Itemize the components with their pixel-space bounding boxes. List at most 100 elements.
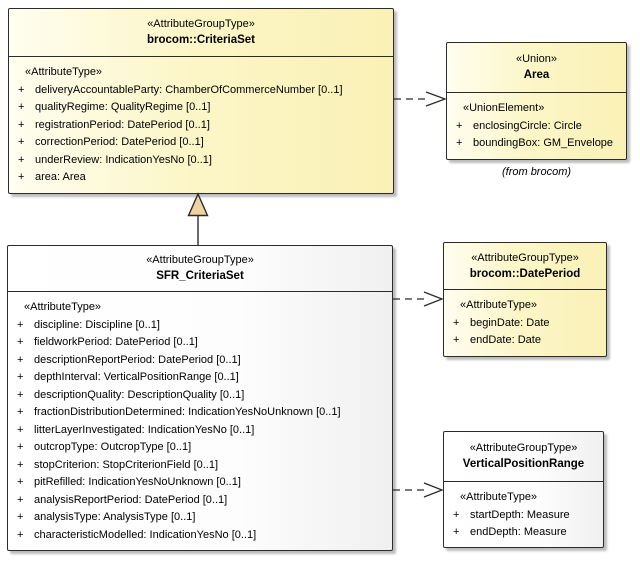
visibility: + <box>17 371 24 383</box>
visibility: + <box>17 388 24 401</box>
attribute-row: + analysisType: AnalysisType [0..1] <box>8 509 392 527</box>
attribute-row: + startDepth: Measure <box>444 507 603 525</box>
attribute-text: area: Area <box>35 171 86 183</box>
attribute-row: + registrationPeriod: DatePeriod [0..1] <box>9 117 393 135</box>
attribute-row: + stopCriterion: StopCriterionField [0..1… <box>8 457 392 475</box>
class-title: «AttributeGroupType» brocom::CriteriaSet <box>9 9 393 57</box>
attribute-row: + descriptionReportPeriod: DatePeriod [0.… <box>8 352 392 370</box>
attribute-text: deliveryAccountableParty: ChamberOfComme… <box>35 83 343 96</box>
dependency-arrow-dateperiod <box>393 291 444 307</box>
attribute-row: +enclosingCircle: Circle <box>447 118 626 136</box>
from-package-note: (from brocom) <box>501 166 572 178</box>
attribute-row: + discipline: Discipline [0..1] <box>8 317 392 335</box>
attribute-text: startDepth: Measure <box>470 508 570 521</box>
class-name: Area <box>523 69 550 81</box>
attribute-header: «AttributeType» <box>25 66 103 78</box>
class-stereotype: «AttributeGroupType» <box>471 251 579 264</box>
visibility: + <box>17 441 24 453</box>
attribute-row: +fractionDistributionDetermined: Indicat… <box>8 404 392 422</box>
class-name: SFR_CriteriaSet <box>156 270 244 282</box>
attribute-text: depthInterval: VerticalPositionRange [0.… <box>34 371 239 383</box>
attribute-compartment: «AttributeType» + discipline: Discipline … <box>8 292 392 544</box>
attribute-text: descriptionQuality: DescriptionQuality [… <box>34 388 245 401</box>
class-stereotype: «AttributeGroupType» <box>146 254 254 266</box>
visibility: + <box>18 101 25 113</box>
attribute-text: outcropType: OutcropType [0..1] <box>34 441 192 453</box>
class-sfr-criteriaset[interactable]: «AttributeGroupType» SFR_CriteriaSet «At… <box>7 245 393 551</box>
visibility: + <box>18 136 25 148</box>
attribute-row: + fieldworkPeriod: DatePeriod [0..1] <box>8 334 392 352</box>
visibility: + <box>18 153 25 166</box>
visibility: + <box>17 458 24 471</box>
attribute-text: registrationPeriod: DatePeriod [0..1] <box>35 118 210 131</box>
class-stereotype: «AttributeGroupType» <box>147 18 255 30</box>
visibility: + <box>17 318 24 331</box>
class-area[interactable]: «Union» Area «UnionElement» +enclosingCi… <box>446 42 627 160</box>
attribute-row: + depthInterval: VerticalPositionRange [0… <box>8 369 392 387</box>
class-name: brocom::CriteriaSet <box>147 34 255 46</box>
class-title: «Union» Area <box>447 43 626 93</box>
class-verticalpositionrange[interactable]: «AttributeGroupType» VerticalPositionRan… <box>443 431 604 548</box>
attribute-text: qualityRegime: QualityRegime [0..1] <box>35 101 211 113</box>
attribute-text: analysisType: AnalysisType [0..1] <box>34 511 196 523</box>
attribute-text: discipline: Discipline [0..1] <box>34 318 160 331</box>
class-stereotype: «AttributeGroupType» <box>469 442 578 454</box>
generalization-arrow <box>187 192 209 245</box>
attribute-text: characteristicModelled: IndicationYesNo … <box>34 528 257 541</box>
class-brocom-dateperiod[interactable]: «AttributeGroupType» brocom::DatePeriod … <box>443 242 607 357</box>
attribute-compartment: «AttributeType» + startDepth: Measure + en… <box>444 482 603 542</box>
attribute-row: + underReview: IndicationYesNo [0..1] <box>9 152 393 170</box>
attribute-text: descriptionReportPeriod: DatePeriod [0..… <box>34 353 241 366</box>
visibility: + <box>453 526 460 538</box>
attribute-row: + descriptionQuality: DescriptionQuality … <box>8 387 392 405</box>
class-title: «AttributeGroupType» SFR_CriteriaSet <box>8 246 392 292</box>
visibility: + <box>18 171 25 183</box>
class-name: brocom::DatePeriod <box>469 267 581 280</box>
attribute-row: + correctionPeriod: DatePeriod [0..1] <box>9 134 393 152</box>
attribute-header: «AttributeType» <box>24 301 102 313</box>
class-title: «AttributeGroupType» VerticalPositionRan… <box>444 432 603 482</box>
attribute-text: boundingBox: GM_Envelope <box>473 137 614 149</box>
visibility: + <box>17 336 24 348</box>
attribute-text: stopCriterion: StopCriterionField [0..1] <box>34 458 219 471</box>
attribute-row: +endDate: Date <box>444 332 606 350</box>
attribute-row: + qualityRegime: QualityRegime [0..1] <box>9 99 393 117</box>
visibility: + <box>18 118 25 131</box>
attribute-row: + beginDate: Date <box>444 315 606 333</box>
visibility: + <box>456 119 463 132</box>
attribute-row: + litterLayerInvestigated: IndicationYesN… <box>8 422 392 440</box>
attribute-compartment: «UnionElement» +enclosingCircle: Circle … <box>447 93 626 153</box>
class-title: «AttributeGroupType» brocom::DatePeriod <box>444 243 606 290</box>
attribute-text: endDepth: Measure <box>470 526 567 538</box>
attribute-text: correctionPeriod: DatePeriod [0..1] <box>35 136 204 148</box>
attribute-compartment: «AttributeType» + beginDate: Date +endDat… <box>444 290 606 350</box>
visibility: + <box>456 137 463 149</box>
class-name: VerticalPositionRange <box>462 458 585 470</box>
dependency-arrow-verticalpositionrange <box>393 482 444 498</box>
attribute-text: pitRefilled: IndicationYesNoUnknown [0..… <box>34 476 241 488</box>
attribute-text: fractionDistributionDetermined: Indicati… <box>34 406 341 418</box>
attribute-header: «AttributeType» <box>460 491 538 503</box>
attribute-compartment: «AttributeType» +deliveryAccountablePart… <box>9 57 393 187</box>
attribute-text: fieldworkPeriod: DatePeriod [0..1] <box>34 336 198 348</box>
visibility: + <box>17 493 24 506</box>
class-brocom-criteriaset[interactable]: «AttributeGroupType» brocom::CriteriaSet… <box>8 8 394 194</box>
visibility: + <box>17 476 24 488</box>
visibility: + <box>17 353 24 366</box>
visibility: + <box>453 316 460 329</box>
attribute-row: + endDepth: Measure <box>444 524 603 542</box>
attribute-text: underReview: IndicationYesNo [0..1] <box>35 153 212 166</box>
attribute-row: + outcropType: OutcropType [0..1] <box>8 439 392 457</box>
attribute-row: + area: Area <box>9 169 393 187</box>
dependency-arrow-area <box>394 91 447 107</box>
attribute-text: litterLayerInvestigated: IndicationYesNo… <box>34 423 255 436</box>
attribute-header: «AttributeType» <box>460 299 538 311</box>
visibility: + <box>17 423 24 436</box>
visibility: + <box>17 511 24 523</box>
attribute-row: +deliveryAccountableParty: ChamberOfComm… <box>9 82 393 100</box>
attribute-row: +characteristicModelled: IndicationYesNo… <box>8 527 392 545</box>
visibility: + <box>453 508 460 521</box>
attribute-row: +analysisReportPeriod: DatePeriod [0..1] <box>8 492 392 510</box>
attribute-text: beginDate: Date <box>470 316 550 329</box>
